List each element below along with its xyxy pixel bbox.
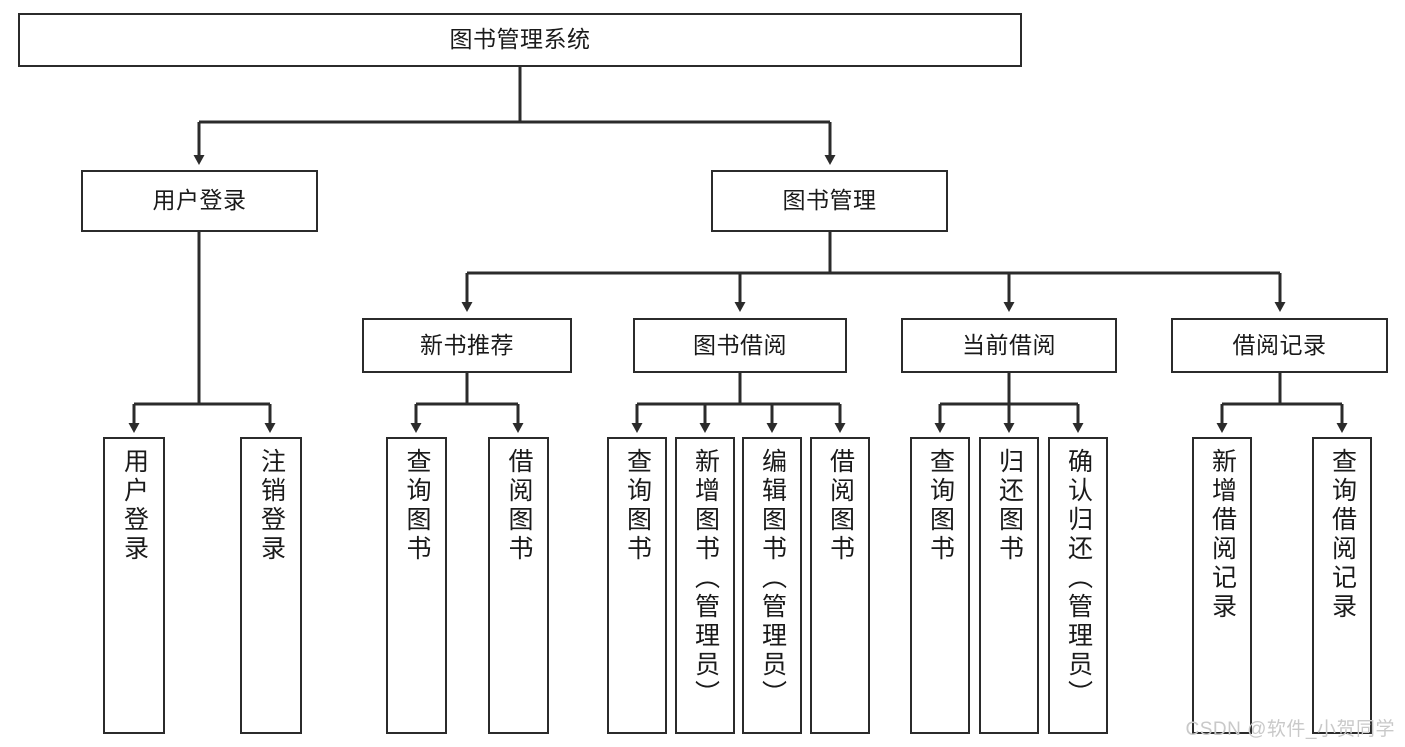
- node-current-borrow[interactable]: 当前借阅: [901, 318, 1117, 373]
- leaf-borrow-borrow-book[interactable]: 借阅图书: [810, 437, 870, 734]
- node-label: 用户登录: [120, 448, 149, 564]
- node-new-book-recommend[interactable]: 新书推荐: [362, 318, 572, 373]
- leaf-record-query-record[interactable]: 查询借阅记录: [1312, 437, 1372, 734]
- leaf-user-login-login[interactable]: 用户登录: [103, 437, 165, 734]
- node-label: 借阅图书: [505, 448, 533, 564]
- node-book-borrow[interactable]: 图书借阅: [633, 318, 847, 373]
- node-borrow-record[interactable]: 借阅记录: [1171, 318, 1388, 373]
- node-label: 确认归还（管理员）: [1064, 448, 1093, 709]
- leaf-borrow-add-book-admin[interactable]: 新增图书（管理员）: [675, 437, 735, 734]
- node-label: 新增借阅记录: [1208, 448, 1237, 622]
- node-label: 查询图书: [403, 448, 431, 564]
- node-user-login[interactable]: 用户登录: [81, 170, 318, 232]
- node-label: 编辑图书（管理员）: [758, 448, 787, 709]
- node-label: 查询图书: [926, 448, 955, 564]
- leaf-borrow-edit-book-admin[interactable]: 编辑图书（管理员）: [742, 437, 802, 734]
- node-label: 归还图书: [995, 448, 1024, 564]
- node-label: 借阅记录: [1232, 331, 1327, 358]
- node-label: 图书管理系统: [449, 26, 591, 53]
- leaf-recommend-borrow-book[interactable]: 借阅图书: [488, 437, 549, 734]
- node-label: 查询图书: [623, 448, 652, 564]
- node-book-management[interactable]: 图书管理: [711, 170, 948, 232]
- leaf-user-login-logout[interactable]: 注销登录: [240, 437, 302, 734]
- node-label: 注销登录: [257, 448, 286, 564]
- leaf-borrow-query-book[interactable]: 查询图书: [607, 437, 667, 734]
- node-label: 图书管理: [782, 187, 877, 214]
- node-label: 图书借阅: [693, 331, 787, 358]
- node-label: 当前借阅: [962, 331, 1056, 358]
- leaf-current-query-book[interactable]: 查询图书: [910, 437, 970, 734]
- node-label: 借阅图书: [826, 448, 855, 564]
- leaf-current-confirm-return-admin[interactable]: 确认归还（管理员）: [1048, 437, 1108, 734]
- node-label: 用户登录: [152, 187, 247, 214]
- node-label: 查询借阅记录: [1328, 448, 1357, 622]
- leaf-recommend-query-book[interactable]: 查询图书: [386, 437, 447, 734]
- node-label: 新书推荐: [420, 331, 514, 358]
- leaf-current-return-book[interactable]: 归还图书: [979, 437, 1039, 734]
- leaf-record-add-record[interactable]: 新增借阅记录: [1192, 437, 1252, 734]
- node-label: 新增图书（管理员）: [691, 448, 720, 709]
- node-root-system[interactable]: 图书管理系统: [18, 13, 1022, 67]
